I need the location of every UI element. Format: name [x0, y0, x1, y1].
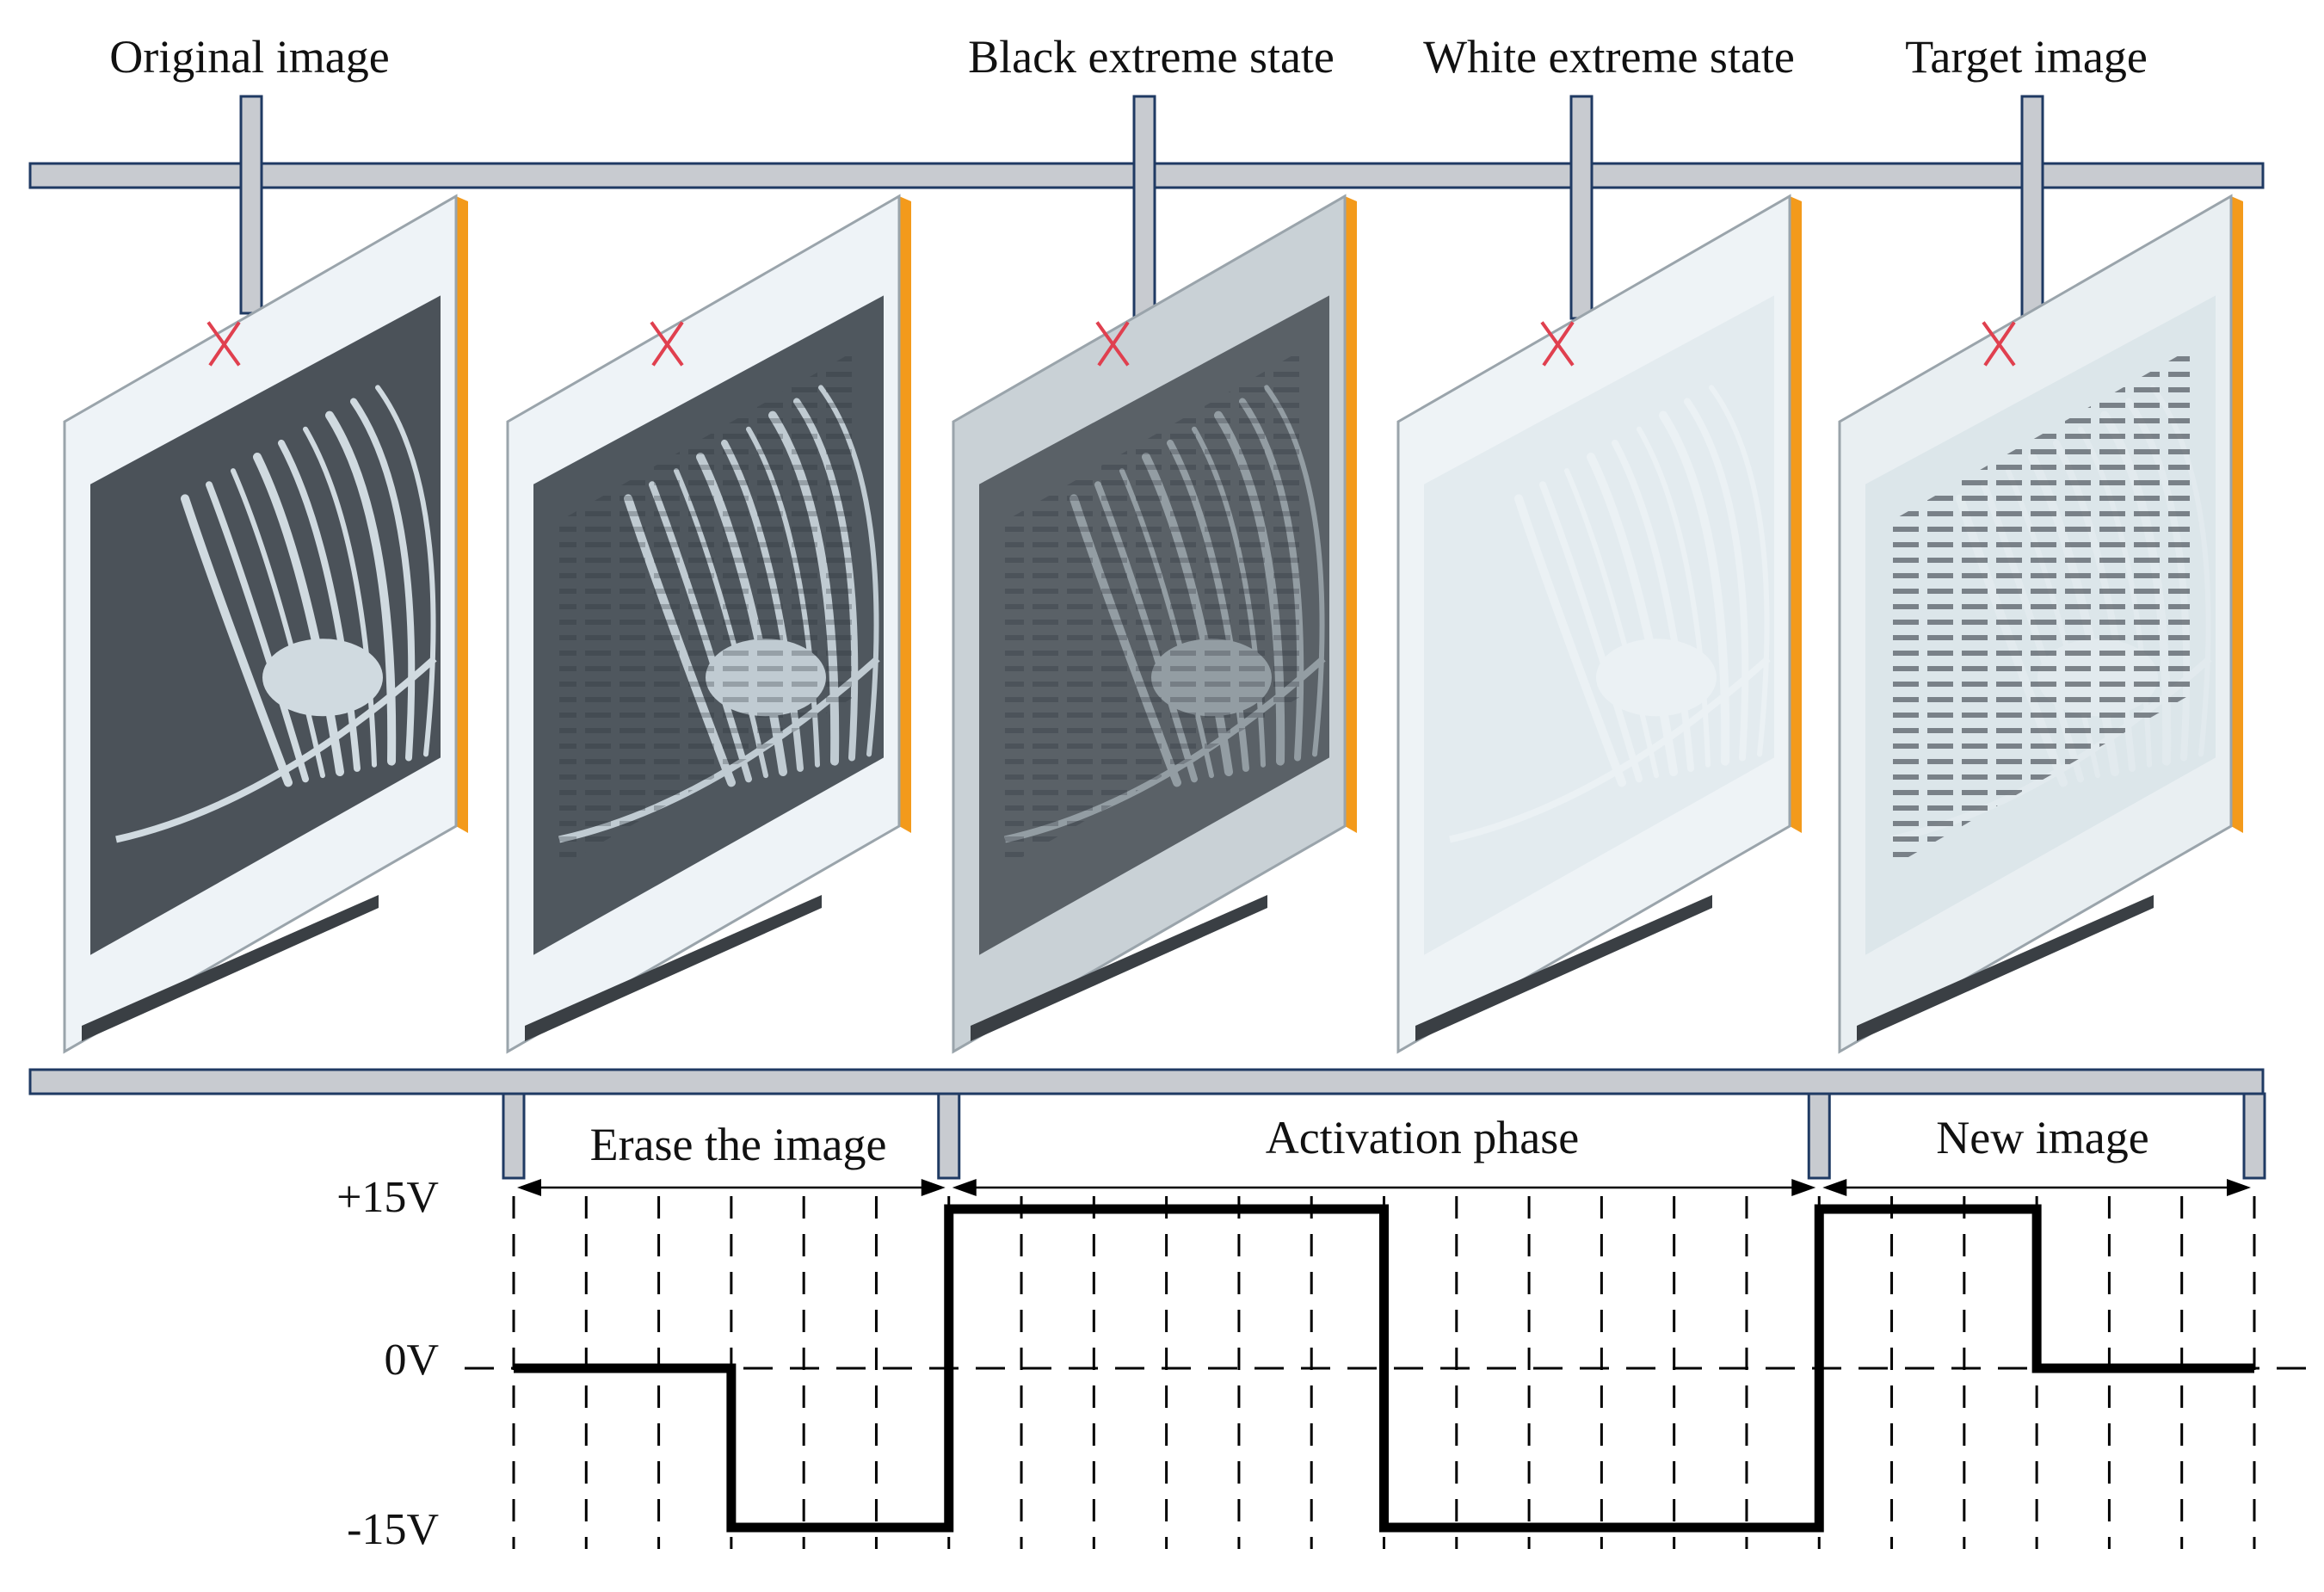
phase-span-arrow — [517, 1179, 946, 1196]
panel-black — [952, 194, 1357, 1054]
phase-span-arrow — [1822, 1179, 2251, 1196]
phase-label-erase: Erase the image — [590, 1119, 887, 1170]
panel-edge-strip — [456, 196, 468, 833]
display-panels — [63, 194, 2243, 1054]
red-x-mark-icon — [1540, 321, 1575, 367]
hanger-clip — [1132, 95, 1156, 320]
panel-label-original: Original image — [109, 31, 389, 83]
hanger-clip — [1569, 95, 1594, 320]
panel-text-lines — [559, 349, 858, 867]
panel-label-target: Target image — [1905, 31, 2148, 83]
panel-labels: Original image Black extreme state White… — [109, 31, 2148, 83]
voltage-label-zero: 0V — [384, 1336, 439, 1385]
panel-edge-strip — [899, 196, 911, 833]
phase-arrows — [517, 1179, 2251, 1196]
phase-label-new-image: New image — [1936, 1112, 2148, 1163]
voltage-labels: +15V 0V -15V — [336, 1173, 439, 1554]
phase-post — [2242, 1092, 2266, 1180]
panel-connector — [1857, 895, 2154, 1041]
panel-edge-strip — [2231, 196, 2243, 833]
panel-artwork — [115, 385, 437, 843]
phase-post — [937, 1092, 961, 1180]
panel-text-lines — [1891, 349, 2190, 867]
phase-labels: Erase the image Activation phase New ima… — [590, 1112, 2149, 1170]
panel-label-black: Black extreme state — [968, 31, 1335, 83]
phase-posts — [502, 1092, 2266, 1180]
hanger-clip — [239, 95, 263, 315]
phase-label-activation: Activation phase — [1266, 1112, 1579, 1163]
panel-connector — [525, 895, 822, 1041]
panel-original — [63, 194, 468, 1054]
phase-post — [502, 1092, 526, 1180]
red-x-mark-icon — [650, 321, 684, 367]
panel-connector — [971, 895, 1267, 1041]
panel-label-white: White extreme state — [1423, 31, 1795, 83]
hangers — [239, 95, 2044, 320]
panel-erasing — [506, 194, 911, 1054]
red-x-mark-icon — [1982, 321, 2016, 367]
panel-edge-strip — [1790, 196, 1802, 833]
timing-grid — [465, 1196, 2315, 1549]
red-x-mark-icon — [1095, 321, 1130, 367]
phase-post — [1807, 1092, 1831, 1180]
panel-artwork — [1449, 385, 1771, 843]
panel-connector — [82, 895, 379, 1041]
phase-span-arrow — [952, 1179, 1816, 1196]
panel-target — [1838, 194, 2243, 1054]
bottom-rail — [28, 1068, 2265, 1095]
panel-text-lines — [1005, 349, 1304, 867]
panel-edge-strip — [1345, 196, 1357, 833]
panel-white — [1396, 194, 1802, 1054]
hanger-clip — [2020, 95, 2044, 320]
panel-connector — [1415, 895, 1712, 1041]
voltage-label-plus15: +15V — [336, 1173, 439, 1222]
voltage-label-minus15: -15V — [347, 1505, 439, 1554]
voltage-waveform — [514, 1204, 2254, 1533]
red-x-mark-icon — [207, 321, 241, 367]
